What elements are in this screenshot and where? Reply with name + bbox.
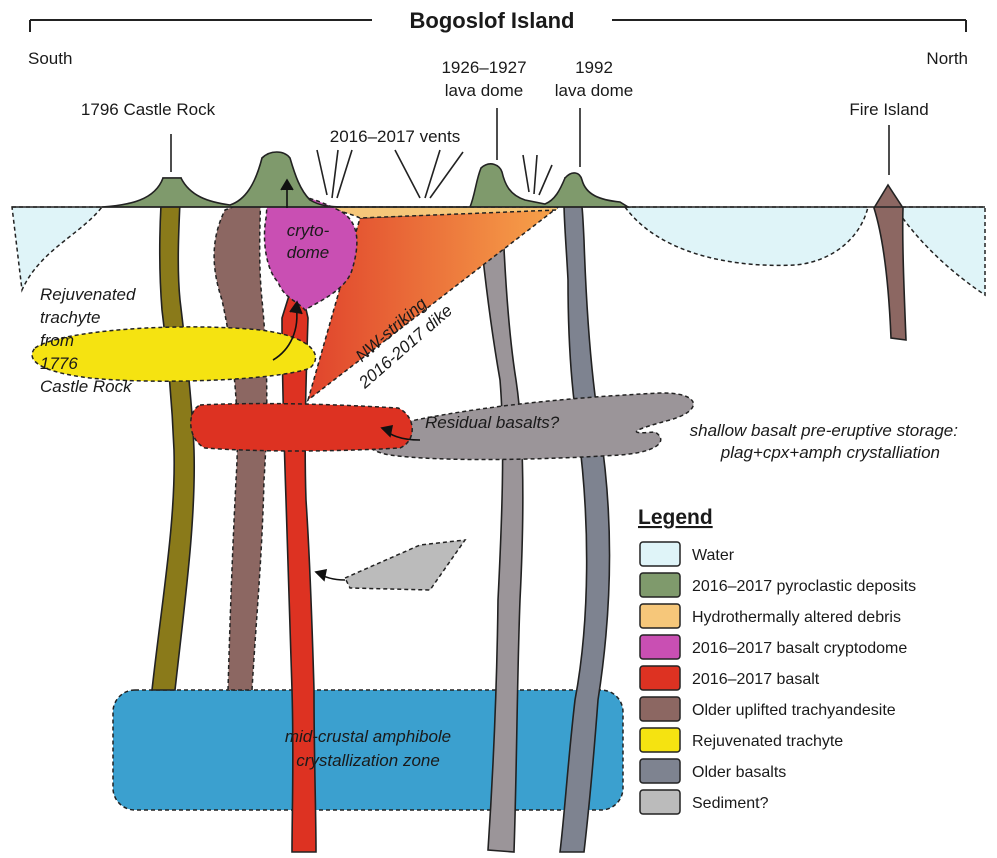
legend-label-7: Rejuvenated trachyte <box>692 733 843 750</box>
castle-rock-conduit <box>152 178 194 690</box>
legend-label-5: 2016–2017 basalt <box>692 671 820 688</box>
midcrustal-label-line1: mid-crustal amphibole <box>285 727 451 746</box>
rejuvenated-label-line5: Castle Rock <box>40 377 133 396</box>
legend-swatch-7 <box>640 728 680 752</box>
legend-swatch-8 <box>640 759 680 783</box>
dome-1992-label-line2: lava dome <box>555 81 633 100</box>
dome-1992-label-line1: 1992 <box>575 58 613 77</box>
basalt-storage-lens <box>191 404 412 451</box>
legend-swatch-2 <box>640 573 680 597</box>
dome-1926-label-line2: lava dome <box>445 81 523 100</box>
cryptodome-label-line2: dome <box>287 243 330 262</box>
legend-label-4: 2016–2017 basalt cryptodome <box>692 640 907 657</box>
dome-1926-label-line1: 1926–1927 <box>441 58 526 77</box>
legend-swatch-1 <box>640 542 680 566</box>
rejuvenated-label-line1: Rejuvenated <box>40 285 136 304</box>
legend-label-2: 2016–2017 pyroclastic deposits <box>692 578 916 595</box>
rejuvenated-label-line2: trachyte <box>40 308 100 327</box>
legend-swatch-9 <box>640 790 680 814</box>
diagram-title: Bogoslof Island <box>410 8 575 33</box>
legend: Legend Water 2016–2017 pyroclastic deposi… <box>638 506 916 814</box>
legend-items: Water 2016–2017 pyroclastic depositsHydro… <box>640 542 916 814</box>
residual-basalts-label: Residual basalts? <box>425 413 560 432</box>
legend-title: Legend <box>638 506 713 529</box>
legend-label-8: Older basalts <box>692 764 786 781</box>
north-label: North <box>926 49 968 68</box>
storage-label-line2: plag+cpx+amph crystalliation <box>720 443 940 462</box>
legend-swatch-5 <box>640 666 680 690</box>
fire-island-label: Fire Island <box>849 100 928 119</box>
pyroclastic-deposits <box>102 152 628 207</box>
mid-crustal-zone <box>113 690 623 810</box>
storage-label-line1: shallow basalt pre-eruptive storage: <box>690 421 959 440</box>
rejuvenated-label-line4: 1776 <box>40 354 78 373</box>
legend-label-6: Older uplifted trachyandesite <box>692 702 896 719</box>
legend-label-3: Hydrothermally altered debris <box>692 609 901 626</box>
legend-swatch-4 <box>640 635 680 659</box>
south-label: South <box>28 49 72 68</box>
castle-rock-label: 1796 Castle Rock <box>81 100 216 119</box>
rejuvenated-label-line3: from <box>40 331 74 350</box>
midcrustal-label-line2: crystallization zone <box>296 751 440 770</box>
fire-island-conduit <box>874 185 906 340</box>
legend-label-1: Water <box>692 547 735 564</box>
legend-label-9: Sediment? <box>692 795 769 812</box>
legend-swatch-3 <box>640 604 680 628</box>
vents-label: 2016–2017 vents <box>330 127 460 146</box>
legend-swatch-6 <box>640 697 680 721</box>
sediment-block <box>345 540 465 590</box>
cryptodome-label-line1: cryto- <box>287 221 330 240</box>
